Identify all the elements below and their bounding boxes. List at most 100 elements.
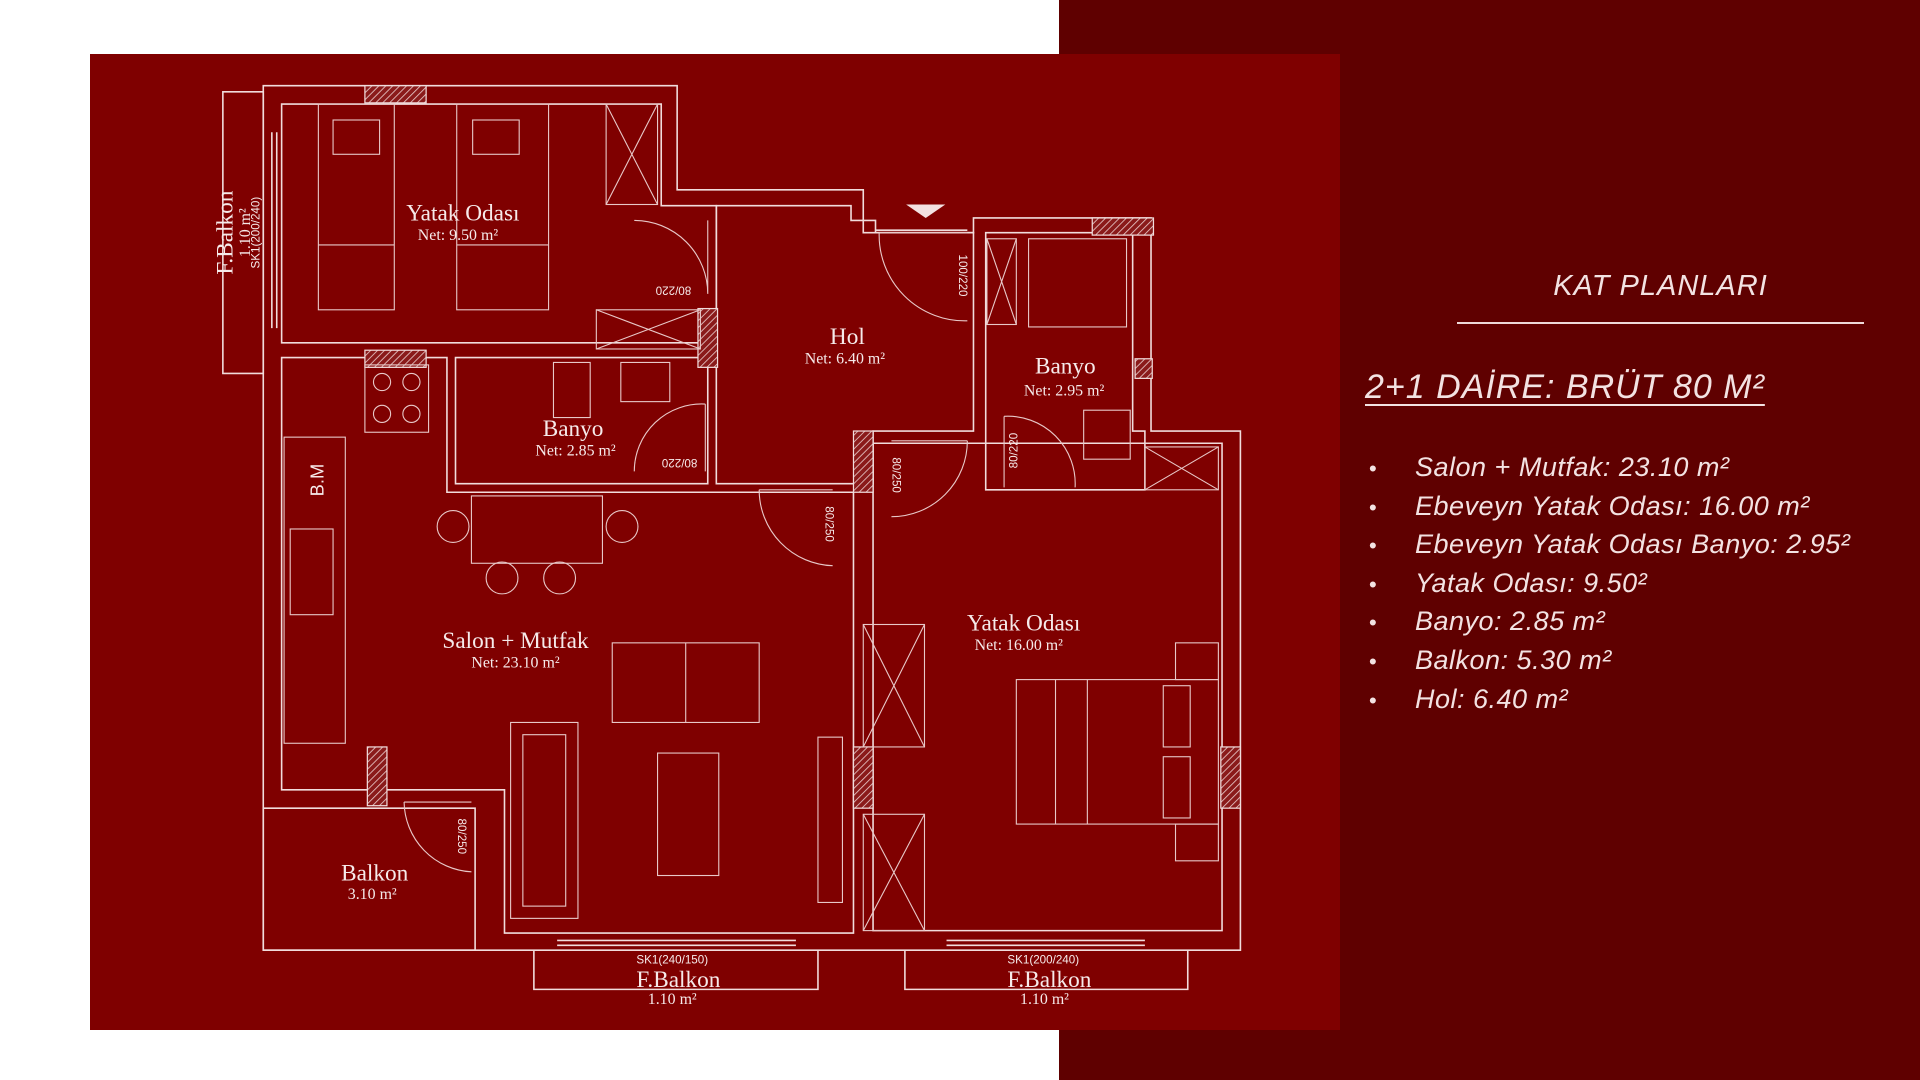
burner xyxy=(372,404,392,423)
window-code: SK1(240/150) xyxy=(636,954,708,967)
wall-column xyxy=(366,746,388,807)
fbalcony-bottom-left xyxy=(533,950,819,991)
master-bedroom-wall xyxy=(872,442,1223,932)
burner xyxy=(372,372,392,392)
washbasin xyxy=(620,361,671,403)
wall-column xyxy=(852,746,874,809)
stove xyxy=(364,364,430,433)
nightstand xyxy=(1174,642,1219,681)
shower xyxy=(1028,238,1128,328)
area-text: Ebeveyn Yatak Odası Banyo: 2.95² xyxy=(1415,529,1851,560)
nightstand-chair xyxy=(472,119,520,155)
area-text: Balkon: 5.30 m² xyxy=(1415,644,1612,675)
burner xyxy=(402,404,421,423)
chair xyxy=(543,561,577,595)
area-text: Salon + Mutfak: 23.10 m² xyxy=(1415,452,1730,482)
door-size: 80/220 xyxy=(655,284,691,297)
wardrobe-cross xyxy=(1144,446,1219,491)
entrance-arrow-icon xyxy=(906,204,946,218)
unit-heading: 2+1 DAİRE: BRÜT 80 M² xyxy=(1365,368,1765,406)
wardrobe xyxy=(1144,446,1219,491)
corner-sofa xyxy=(510,721,579,919)
wall-column xyxy=(364,349,427,368)
wall-column xyxy=(364,85,427,104)
furniture xyxy=(283,103,1219,932)
living-wall xyxy=(280,356,855,934)
list-item: •Salon + Mutfak: 23.10 m² xyxy=(1365,448,1850,487)
room-area: 1.10 m² xyxy=(648,991,697,1008)
room-area: Net: 23.10 m² xyxy=(471,654,560,671)
wall-column xyxy=(852,430,874,493)
room-name: Balkon xyxy=(341,860,409,886)
bullet-icon: • xyxy=(1369,648,1378,674)
panel-title: KAT PLANLARI xyxy=(1553,270,1768,302)
room-name: F.Balkon xyxy=(213,190,239,274)
room-area: 1.10 m² xyxy=(1020,991,1069,1008)
room-area: Net: 6.40 m² xyxy=(805,351,886,368)
wardrobe-cross xyxy=(862,624,925,748)
sofa-seat xyxy=(522,734,567,907)
bullet-icon: • xyxy=(1369,494,1378,520)
door-size: 100/220 xyxy=(956,254,969,297)
door-swing xyxy=(891,440,968,518)
room-area: Net: 16.00 m² xyxy=(975,637,1064,654)
floor-plan-panel xyxy=(90,54,1340,1030)
room-name: Banyo xyxy=(1035,353,1096,379)
walls xyxy=(222,84,1242,991)
area-text: Banyo: 2.85 m² xyxy=(1415,606,1606,637)
chair xyxy=(605,510,639,543)
wardrobe-cross xyxy=(596,309,701,350)
door-swing xyxy=(634,219,709,294)
door-size: 80/250 xyxy=(455,819,468,855)
wardrobe-cross xyxy=(986,238,1017,325)
wardrobe xyxy=(862,813,926,932)
list-item: •Ebeveyn Yatak Odası Banyo: 2.95² xyxy=(1365,525,1850,564)
door-size: 80/220 xyxy=(1008,432,1021,468)
area-text: Yatak Odası: 9.50² xyxy=(1415,567,1648,598)
room-name: F.Balkon xyxy=(1007,967,1091,993)
pillow xyxy=(1162,685,1191,748)
room-name: Banyo xyxy=(543,416,604,442)
bed-line xyxy=(1054,679,1088,825)
room-name: Yatak Odası xyxy=(967,611,1081,637)
room-area: Net: 2.85 m² xyxy=(535,443,616,460)
hall-wall xyxy=(715,204,975,485)
single-bed xyxy=(317,103,395,311)
kitchen-sink xyxy=(289,528,334,616)
nightstand-chair xyxy=(332,119,381,155)
burner xyxy=(402,372,421,392)
list-item: •Ebeveyn Yatak Odası: 16.00 m² xyxy=(1365,487,1850,526)
room-name: Yatak Odası xyxy=(406,200,520,226)
room-name: F.Balkon xyxy=(636,967,720,993)
bullet-icon: • xyxy=(1369,687,1378,713)
bullet-icon: • xyxy=(1369,571,1378,597)
wardrobe-cross xyxy=(862,814,925,931)
coffee-table xyxy=(657,752,720,877)
dining-table xyxy=(470,495,603,564)
list-item: • Hol: 6.40 m² xyxy=(1365,680,1850,719)
window-code: SK1(200/240) xyxy=(250,197,263,269)
fbalcony-left xyxy=(222,91,265,375)
room-name: Hol xyxy=(830,324,865,350)
door-swing xyxy=(878,232,968,322)
door-swing xyxy=(403,801,472,873)
door-swing xyxy=(1003,415,1076,488)
wall-columns xyxy=(364,85,1242,809)
chair xyxy=(436,510,470,543)
door-size: 80/220 xyxy=(661,456,697,469)
single-bed xyxy=(456,103,550,311)
fbalcony-bottom-right xyxy=(904,950,1189,991)
door-size: 80/250 xyxy=(822,506,835,542)
tv-unit xyxy=(817,736,844,903)
wall-column xyxy=(1134,358,1153,379)
bullet-icon: • xyxy=(1369,610,1378,636)
list-item: • Banyo: 2.85 m² xyxy=(1365,602,1850,641)
area-list: •Salon + Mutfak: 23.10 m² •Ebeveyn Yatak… xyxy=(1365,448,1850,718)
title-divider xyxy=(1457,322,1864,324)
area-text: Hol: 6.40 m² xyxy=(1415,683,1569,714)
washbasin xyxy=(1083,409,1131,460)
room-area: 3.10 m² xyxy=(348,886,397,903)
outer-wall xyxy=(262,84,1242,951)
door-swing xyxy=(758,489,833,567)
